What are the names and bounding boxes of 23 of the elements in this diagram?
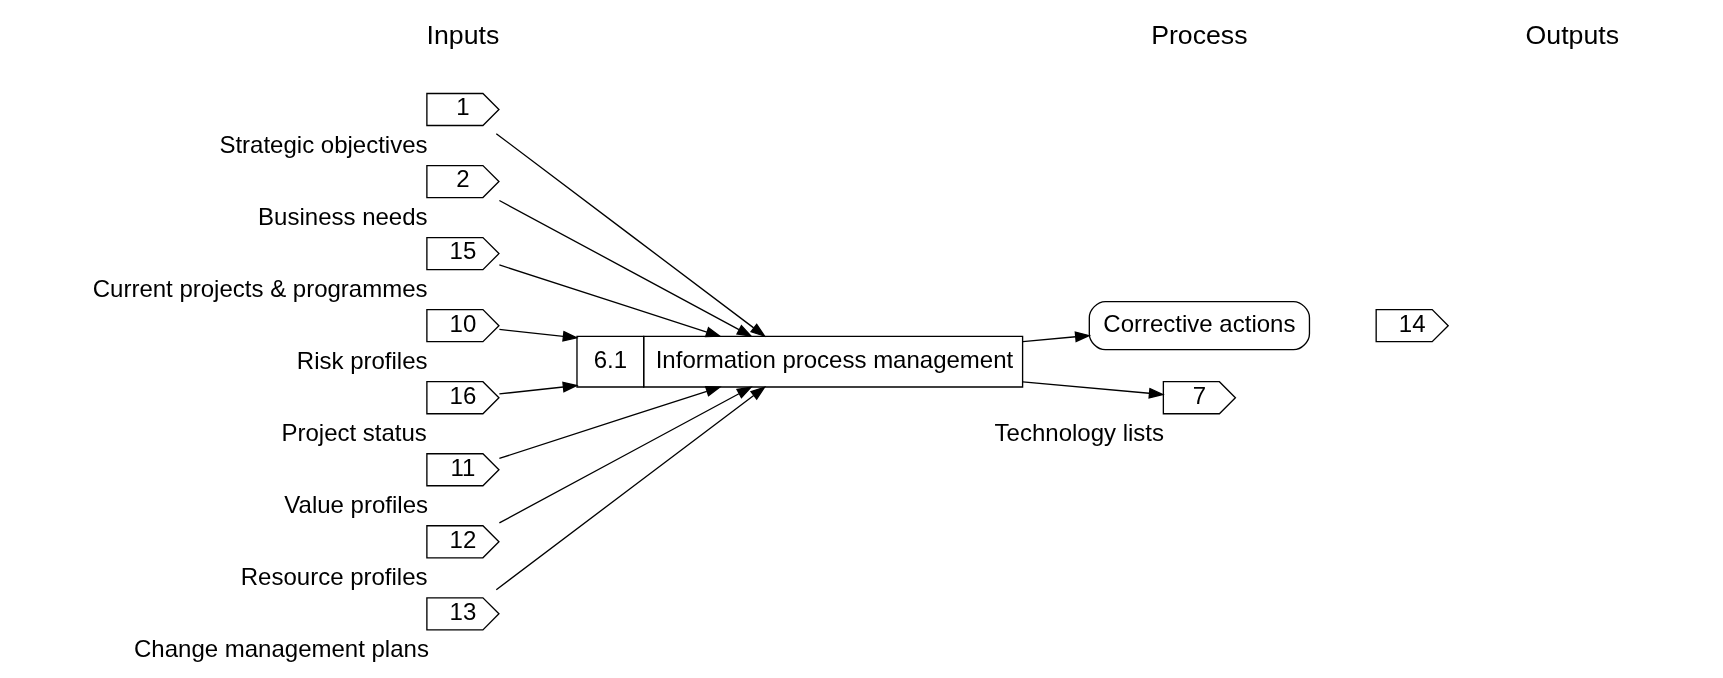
node-label: Technology lists [994,418,1165,446]
arrow [495,133,767,338]
arrow [1022,331,1092,343]
arrow [498,264,722,338]
label: Outputs [1525,20,1619,51]
node-label: Risk profiles [296,346,428,374]
node-label: Business needs [258,202,428,230]
label: Process [1151,20,1248,51]
arrow [495,386,767,591]
arrow [498,328,579,342]
node-label: Strategic objectives [219,130,428,158]
node-label: Current projects & programmes [92,274,428,302]
node-label: Project status [281,418,427,446]
arrow [498,199,753,338]
arrow [498,386,722,460]
arrow [498,386,753,524]
node-label: Value profiles [284,490,428,518]
node-box: Corrective actions [1088,300,1311,351]
arrow [1022,381,1165,399]
node-label: Change management plans [134,635,429,663]
label: Inputs [426,20,500,51]
node-label: Resource profiles [240,563,428,591]
arrow [498,381,579,395]
